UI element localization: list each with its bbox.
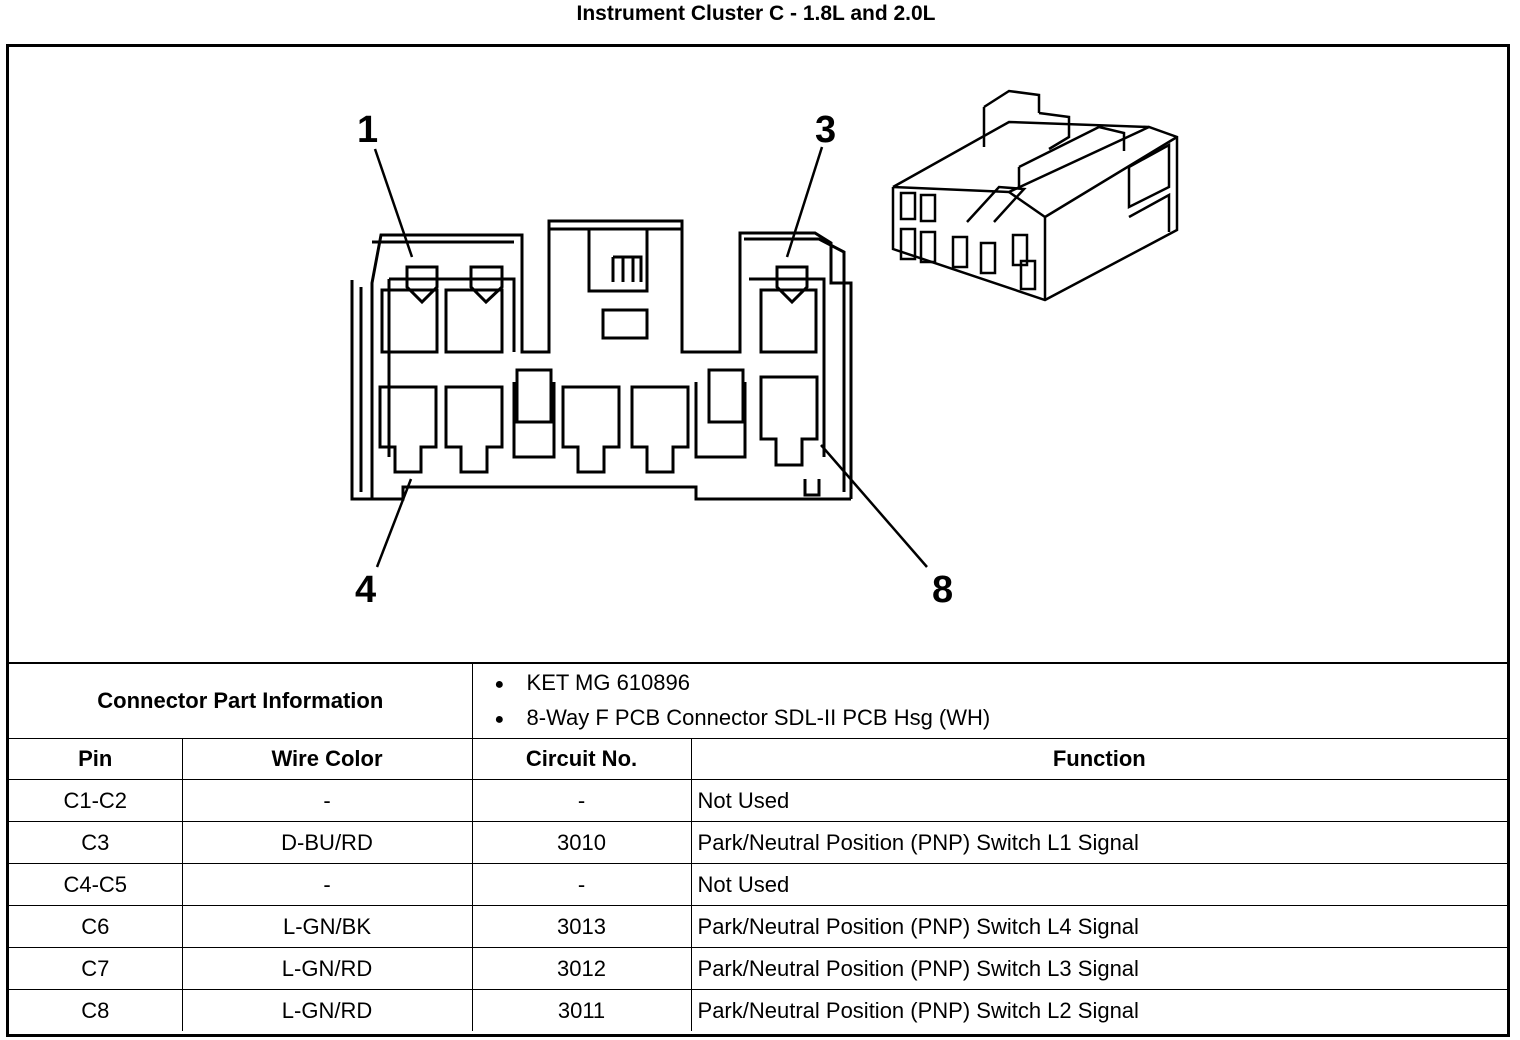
callout-leaders [373,146,928,568]
cell-circuit-no: 3013 [471,905,692,948]
cell-pin: C1-C2 [9,779,183,822]
cell-circuit-no: - [471,863,692,906]
table-row: C3 D-BU/RD 3010 Park/Neutral Position (P… [9,821,1508,864]
callout-3: 3 [815,109,837,151]
cell-pin: C8 [9,989,183,1031]
callout-8: 8 [932,569,954,611]
cell-wire-color: - [181,779,473,822]
header-pin: Pin [9,738,183,780]
connector-info-item-text: KET MG 610896 [526,670,690,696]
header-function: Function [690,738,1508,780]
bullet-icon: ● [494,676,505,693]
page-title: Instrument Cluster C - 1.8L and 2.0L [576,2,936,25]
connector-diagram [350,89,1179,568]
cell-circuit-no: 3012 [471,947,692,990]
table-header-row: Pin Wire Color Circuit No. Function [9,738,1508,780]
connector-table: Connector Part Information ● KET MG 61089… [9,662,1508,1031]
cell-pin: C7 [9,947,183,990]
connector-info-label: Connector Part Information [9,662,473,739]
cell-function: Not Used [690,863,1508,906]
bullet-icon: ● [494,710,505,728]
cell-circuit-no: - [471,779,692,822]
connector-info-item: ● KET MG 610896 [495,666,1508,701]
cell-circuit-no: 3010 [471,821,692,864]
cell-wire-color: - [181,863,473,906]
cell-wire-color: D-BU/RD [181,821,473,864]
header-circuit-no: Circuit No. [471,738,692,780]
cell-wire-color: L-GN/RD [181,989,473,1031]
cell-pin: C4-C5 [9,863,183,906]
connector-face [350,219,853,501]
connector-info-list: ● KET MG 610896 ● 8-Way F PCB Connector SD… [471,662,1508,739]
cell-wire-color: L-GN/RD [181,947,473,990]
callout-4: 4 [355,569,377,611]
table-row: C7 L-GN/RD 3012 Park/Neutral Position (P… [9,947,1508,990]
cell-function: Park/Neutral Position (PNP) Switch L1 Si… [690,821,1508,864]
cell-function: Park/Neutral Position (PNP) Switch L3 Si… [690,947,1508,990]
cell-function: Park/Neutral Position (PNP) Switch L4 Si… [690,905,1508,948]
cell-function: Not Used [690,779,1508,822]
callout-1: 1 [357,109,379,151]
table-row: C6 L-GN/BK 3013 Park/Neutral Position (P… [9,905,1508,948]
diagram-frame: 1 3 4 8 Connector Part Information ● KET … [6,44,1510,1037]
connector-info-item-text: 8-Way F PCB Connector SDL-II PCB Hsg (WH… [526,705,991,730]
cell-pin: C6 [9,905,183,948]
cell-pin: C3 [9,821,183,864]
table-row: C4-C5 - - Not Used [9,863,1508,906]
cell-circuit-no: 3011 [471,989,692,1031]
connector-isometric-view [891,89,1179,302]
table-row: C8 L-GN/RD 3011 Park/Neutral Position (P… [9,989,1508,1031]
header-wire-color: Wire Color [181,738,473,780]
cell-function: Park/Neutral Position (PNP) Switch L2 Si… [690,989,1508,1031]
cell-wire-color: L-GN/BK [181,905,473,948]
connector-info-row: Connector Part Information ● KET MG 61089… [9,662,1508,739]
connector-info-item: ● 8-Way F PCB Connector SDL-II PCB Hsg (W… [495,701,1508,736]
table-row: C1-C2 - - Not Used [9,779,1508,822]
